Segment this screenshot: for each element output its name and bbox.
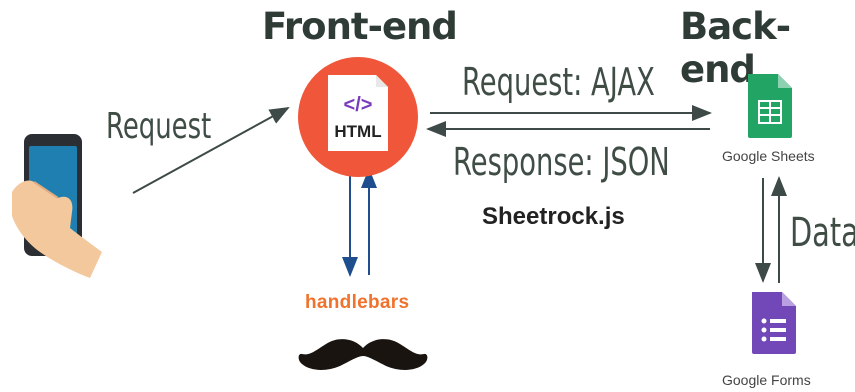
html-file-icon: </> HTML: [298, 57, 418, 177]
html-text: HTML: [334, 122, 381, 141]
request-arrow: [132, 107, 290, 194]
response-json-label: Response: JSON: [453, 140, 670, 184]
phone-hand-icon: [12, 134, 102, 278]
google-forms-icon: [752, 292, 796, 354]
google-sheets-caption: Google Sheets: [722, 148, 815, 164]
html-node: </> HTML: [296, 55, 420, 179]
google-sheets-icon: [748, 74, 792, 138]
google-forms-caption: Google Forms: [722, 372, 811, 388]
sheetrock-label: Sheetrock.js: [482, 203, 625, 230]
mustache-icon: [298, 339, 428, 370]
data-label: Data: [790, 210, 855, 256]
request-ajax-label: Request: AJAX: [462, 60, 655, 104]
request-label: Request: [106, 106, 212, 147]
code-glyph: </>: [344, 94, 373, 116]
backend-heading: Back-end: [680, 5, 791, 91]
frontend-heading: Front-end: [262, 5, 458, 48]
handlebars-logo-text: handlebars: [305, 292, 410, 313]
